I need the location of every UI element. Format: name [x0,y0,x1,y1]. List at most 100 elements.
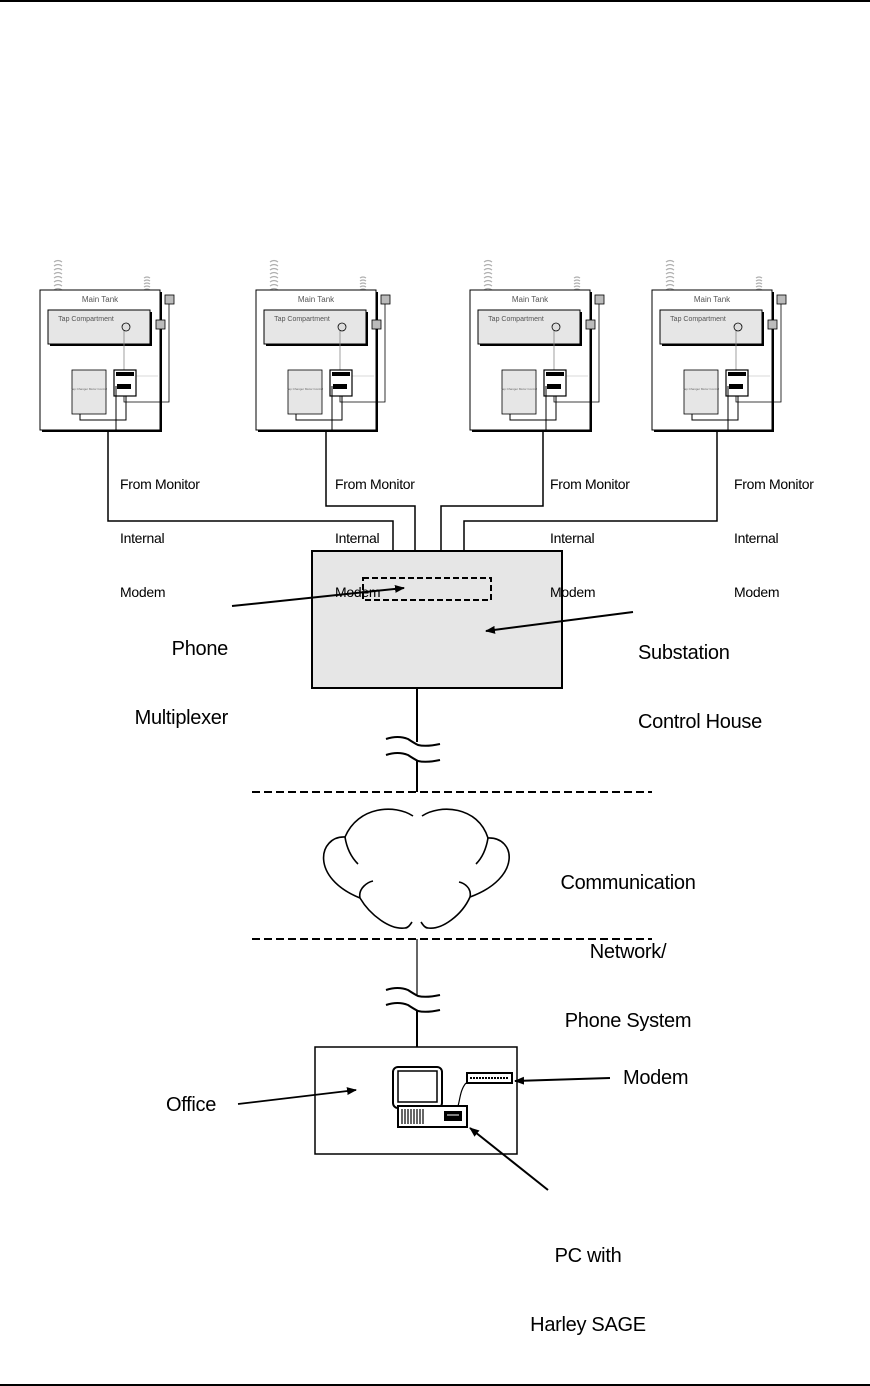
monitor-device-display [729,384,743,389]
motor-control-label: Tap Changer Motor Control [501,387,538,391]
wire [735,388,782,403]
monitor-device-icon [113,369,137,397]
bushing-icon [665,259,675,291]
modem-label: Modem [623,1067,689,1089]
tank-label: Main Tank [298,295,335,304]
feed-lines [107,432,718,550]
tank-label: Main Tank [512,295,549,304]
motor-control-box [501,369,537,415]
feed-label-line: Modem [734,584,780,600]
multiplexer-box [362,577,492,601]
modem-arrow [514,1076,611,1085]
motor-control-box [683,369,719,415]
control-house-arrow [485,611,634,634]
feed-label-line: From Monitor [335,476,415,492]
monitor-device-header [728,372,746,376]
bushing-icon [143,276,151,291]
tank-3-feed-label: From Monitor Internal Modem [550,439,630,619]
monitor-device-display [547,384,561,389]
motor-control-box [287,369,323,415]
valve-icon [380,294,391,305]
sensor-icon [733,322,743,332]
modem-icon [457,1072,513,1107]
pc-label: PC with Harley SAGE [505,1199,671,1360]
feed-label-line: Internal [335,530,380,546]
wire [509,396,557,421]
valve-icon [594,294,605,305]
footer-rule [0,1384,870,1386]
monitor-device-display [117,384,131,389]
office-label: Office [166,1094,217,1116]
multiplexer-arrow [231,584,405,607]
phone-line-upper [385,688,441,792]
wire [79,396,127,421]
bushing-icon [483,259,493,291]
feed-label-line: Internal [734,530,779,546]
tap-compartment [659,309,763,345]
network-label-line: Phone System [564,1010,692,1032]
valve-icon [155,319,166,330]
monitor-device-icon [543,369,567,397]
sensor-icon [337,322,347,332]
wire [691,396,739,421]
sensor-icon [551,322,561,332]
valve-icon [776,294,787,305]
tank-label: Main Tank [694,295,731,304]
bushing-icon [53,259,63,291]
bushing-icon [755,276,763,291]
feed-label-line: Modem [120,584,166,600]
motor-control-label: Tap Changer Motor Control [71,387,108,391]
wire [123,388,170,403]
bushing-icon [573,276,581,291]
monitor-device-icon [725,369,749,397]
multiplexer-label-line: Multiplexer [134,707,229,729]
pc-label-line: Harley SAGE [530,1314,646,1336]
tank-2-feed-label: From Monitor Internal Modem [335,439,415,619]
pc-icon [392,1066,468,1128]
pc-arrow [469,1127,549,1191]
feed-line-3 [440,432,544,550]
office-arrow [237,1087,357,1105]
wire [553,388,600,403]
tank-1-feed-label: From Monitor Internal Modem [120,439,200,619]
valve-icon [585,319,596,330]
control-house-label-line: Control House [638,711,762,733]
monitor-device-display [333,384,347,389]
feed-line-2 [325,432,416,550]
feed-label-line: Internal [550,530,595,546]
monitor-device-header [116,372,134,376]
network-label-line: Communication [560,872,696,894]
network-label-line: Network/ [589,941,667,963]
network-label: Communication Network/ Phone System [530,826,726,1056]
sensor-icon [121,322,131,332]
substation-box [311,550,563,689]
tap-compartment [263,309,367,345]
pc-label-line: PC with [554,1245,622,1267]
feed-label-line: From Monitor [550,476,630,492]
compartment-label: Tap Compartment [58,316,114,323]
feed-line-1 [107,432,394,550]
motor-control-label: Tap Changer Motor Control [683,387,720,391]
multiplexer-label: Phone Multiplexer [110,592,229,753]
multiplexer-label-line: Phone [171,638,229,660]
wire [339,388,386,403]
wire [295,396,343,421]
control-house-label: Substation Control House [638,596,762,757]
valve-icon [371,319,382,330]
monitor-device-header [546,372,564,376]
bushing-icon [269,259,279,291]
feed-label-line: Modem [550,584,596,600]
monitor-device-header [332,372,350,376]
feed-label-line: Internal [120,530,165,546]
monitor-device-icon [329,369,353,397]
header-rule [0,0,870,2]
control-house-label-line: Substation [638,642,730,664]
feed-label-line: From Monitor [734,476,814,492]
tank-4-feed-label: From Monitor Internal Modem [734,439,814,619]
